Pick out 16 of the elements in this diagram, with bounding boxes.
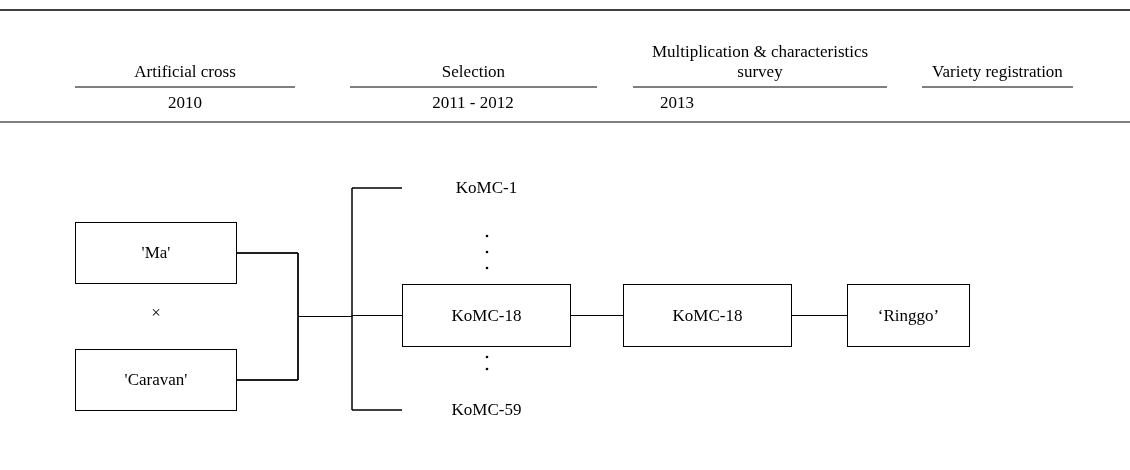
year-text: 2011 - 2012 [432,92,514,114]
variety-box: ‘Ringgo’ [847,284,970,347]
variety-box: 'Ma' [75,222,237,284]
column-header: Multiplication & characteristics survey [650,42,870,82]
connector-line [570,315,624,316]
variety-box: KoMC-18 [402,284,571,347]
connector-line [236,316,403,411]
connector-line [791,315,848,316]
column-header: Artificial cross [133,62,237,82]
column-header: Selection [440,62,507,82]
column-header: Variety registration [931,62,1064,82]
cross-symbol: × [151,304,161,321]
year-text: 2013 [660,92,694,114]
variety-box: KoMC-18 [623,284,792,347]
year-text: 2010 [168,92,202,114]
variety-box: 'Caravan' [75,349,237,411]
